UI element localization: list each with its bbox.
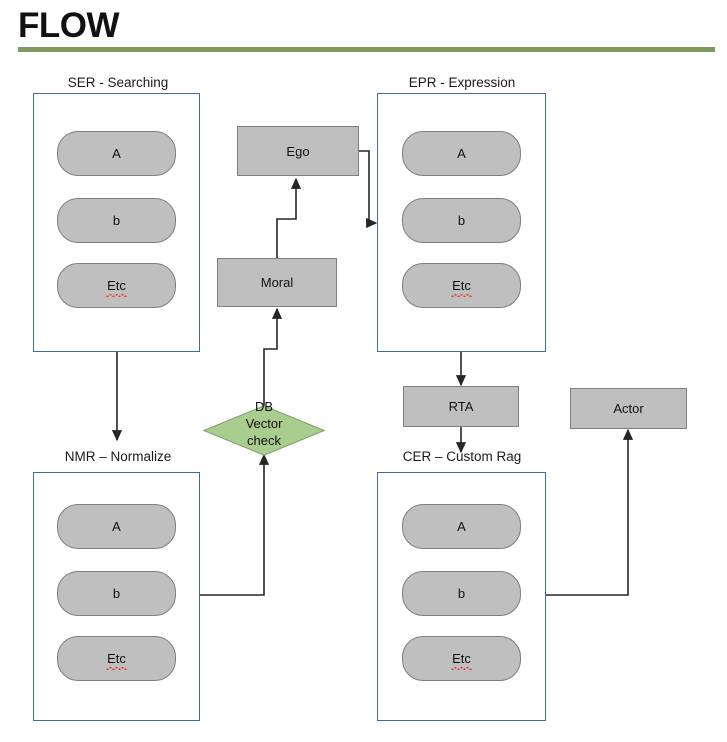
node-epr-b[interactable]: b (402, 198, 521, 243)
node-label: RTA (448, 399, 474, 414)
title-underline-rule (18, 47, 715, 52)
node-nmr-b[interactable]: b (57, 571, 176, 616)
node-label: A (112, 146, 121, 161)
node-label: A (457, 519, 466, 534)
node-cer-b[interactable]: b (402, 571, 521, 616)
group-label-nmr: NMR – Normalize (64, 449, 172, 464)
connector-cer-to-actor (546, 428, 634, 596)
node-db-vector-check[interactable]: DB Vector check (203, 399, 325, 456)
node-epr-a[interactable]: A (402, 131, 521, 176)
node-label: Ego (286, 143, 310, 159)
node-label: Moral (260, 275, 294, 290)
node-label: Etc (106, 651, 127, 670)
group-label-epr: EPR - Expression (408, 75, 516, 90)
node-moral[interactable]: Moral (217, 258, 337, 307)
node-nmr-etc[interactable]: Etc (57, 636, 176, 681)
node-epr-etc[interactable]: Etc (402, 263, 521, 308)
diamond-icon (203, 405, 325, 456)
group-label-cer: CER – Custom Rag (402, 449, 522, 464)
node-ego[interactable]: Ego (237, 126, 359, 176)
node-label: b (457, 586, 466, 601)
node-rta[interactable]: RTA (403, 386, 519, 427)
node-actor[interactable]: Actor (570, 388, 687, 429)
node-label: Etc (451, 278, 472, 297)
node-label: b (112, 586, 121, 601)
node-label: A (457, 146, 466, 161)
node-label: b (112, 213, 121, 228)
node-ser-a[interactable]: A (57, 131, 176, 176)
node-label: Etc (451, 651, 472, 670)
connector-nmr-to-dbcheck (200, 453, 270, 596)
node-label: A (112, 519, 121, 534)
connector-moral-to-ego (276, 177, 302, 258)
connector-ego-to-epr (358, 150, 378, 229)
page-title: FLOW (18, 6, 120, 45)
group-label-ser: SER - Searching (67, 75, 169, 90)
node-label: Etc (106, 278, 127, 297)
node-ser-b[interactable]: b (57, 198, 176, 243)
node-cer-a[interactable]: A (402, 504, 521, 549)
node-nmr-a[interactable]: A (57, 504, 176, 549)
node-cer-etc[interactable]: Etc (402, 636, 521, 681)
connector-dbcheck-to-moral (263, 307, 283, 406)
node-label: Actor (613, 401, 644, 416)
node-ser-etc[interactable]: Etc (57, 263, 176, 308)
node-label: b (457, 213, 466, 228)
